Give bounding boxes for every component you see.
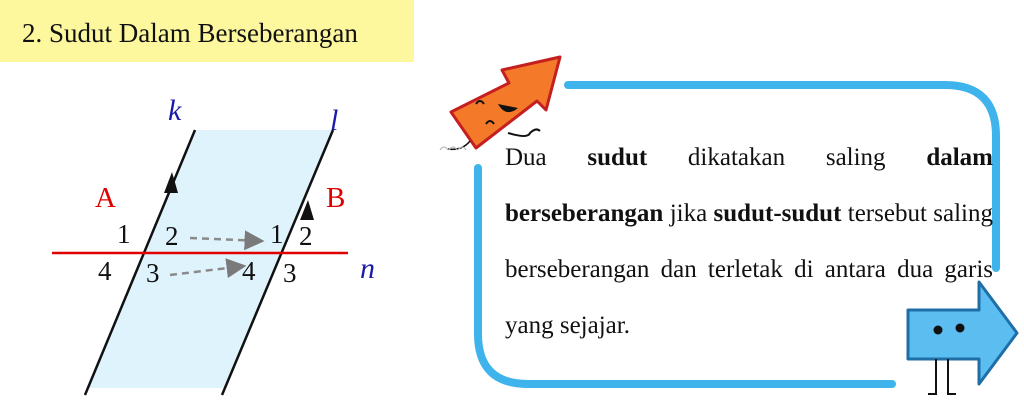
callout-seg-7: tersebut saling berseberangan dan terlet… [505,200,993,339]
title-banner: 2. Sudut Dalam Berseberangan [0,0,414,62]
callout-seg-5: jika [663,200,714,227]
angle-a-4: 4 [98,256,112,286]
angle-b-3: 3 [283,258,297,288]
dashed-arrow-2-to-1 [189,230,265,251]
label-point-a: A [95,182,116,214]
blue-arrow-mascot [906,280,1019,395]
angle-diagram: k l n A B 1 2 3 4 1 2 3 4 [52,94,375,396]
blue-arrow-icon [906,280,1019,386]
callout-text: Dua sudut dikatakan saling dalam bersebe… [505,130,993,354]
callout-seg-4: dalam berseberangan [505,144,993,227]
label-point-b: B [326,182,345,214]
callout-seg-2: sudut [587,144,648,171]
callout-seg-3: dikatakan saling [647,144,927,171]
parallel-arrow-l [300,200,314,220]
shaded-region [86,130,333,388]
label-line-l: l [330,104,338,137]
angle-b-1: 1 [270,219,284,249]
page-title: 2. Sudut Dalam Berseberangan [22,18,358,48]
line-l [220,129,335,396]
callout-frame [474,81,1000,388]
callout-seg-6: sudut-sudut [713,200,842,227]
angle-a-1: 1 [117,219,131,249]
dashed-arrow-3-to-4 [169,258,247,279]
orange-arrow-mascot [439,55,562,151]
angle-b-4: 4 [242,256,256,286]
angle-b-2: 2 [299,221,313,251]
line-k [83,129,197,396]
parallel-arrow-k [164,172,178,193]
orange-arrow-icon [449,55,562,150]
callout-seg-1: Dua [505,144,588,171]
label-line-n: n [360,252,375,285]
angle-a-2: 2 [165,221,179,251]
angle-a-3: 3 [146,258,160,288]
label-line-k: k [168,94,182,127]
